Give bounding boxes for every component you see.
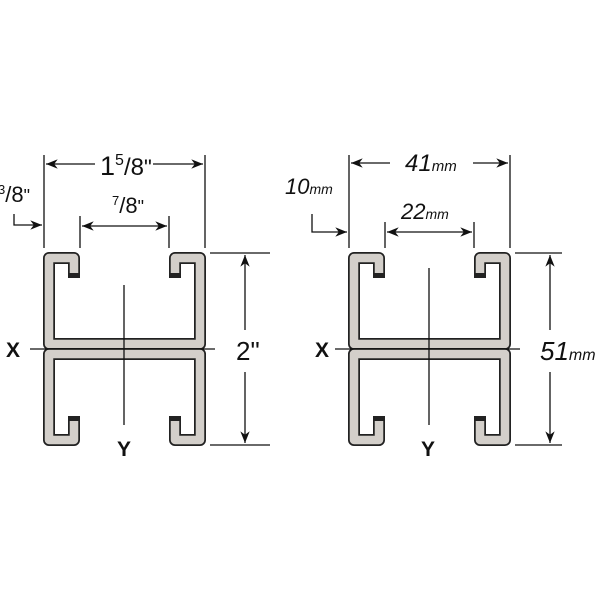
- lip-width-label: 10mm: [285, 174, 333, 199]
- x-axis-label: X: [315, 339, 329, 362]
- metric-profile: X Y 41mm 22mm 10mm 51mm: [285, 150, 596, 461]
- lip-width-label: 3/8": [0, 182, 30, 207]
- x-axis-label: X: [6, 339, 20, 362]
- slot-width-label: 22mm: [400, 199, 449, 224]
- height-label: 2": [236, 336, 260, 366]
- overall-width-label: 41mm: [405, 150, 457, 177]
- lip-dimension-arrow: [13, 214, 42, 230]
- y-axis-label: Y: [117, 438, 131, 461]
- height-label: 51mm: [540, 336, 596, 366]
- lip-dimension-arrow: [311, 214, 347, 237]
- y-axis-label: Y: [421, 438, 435, 461]
- overall-width-label: 15/8": [100, 151, 152, 181]
- imperial-profile: X Y 15/8" 7/8" 3/8" 2": [0, 151, 270, 461]
- slot-width-label: 7/8": [112, 193, 144, 218]
